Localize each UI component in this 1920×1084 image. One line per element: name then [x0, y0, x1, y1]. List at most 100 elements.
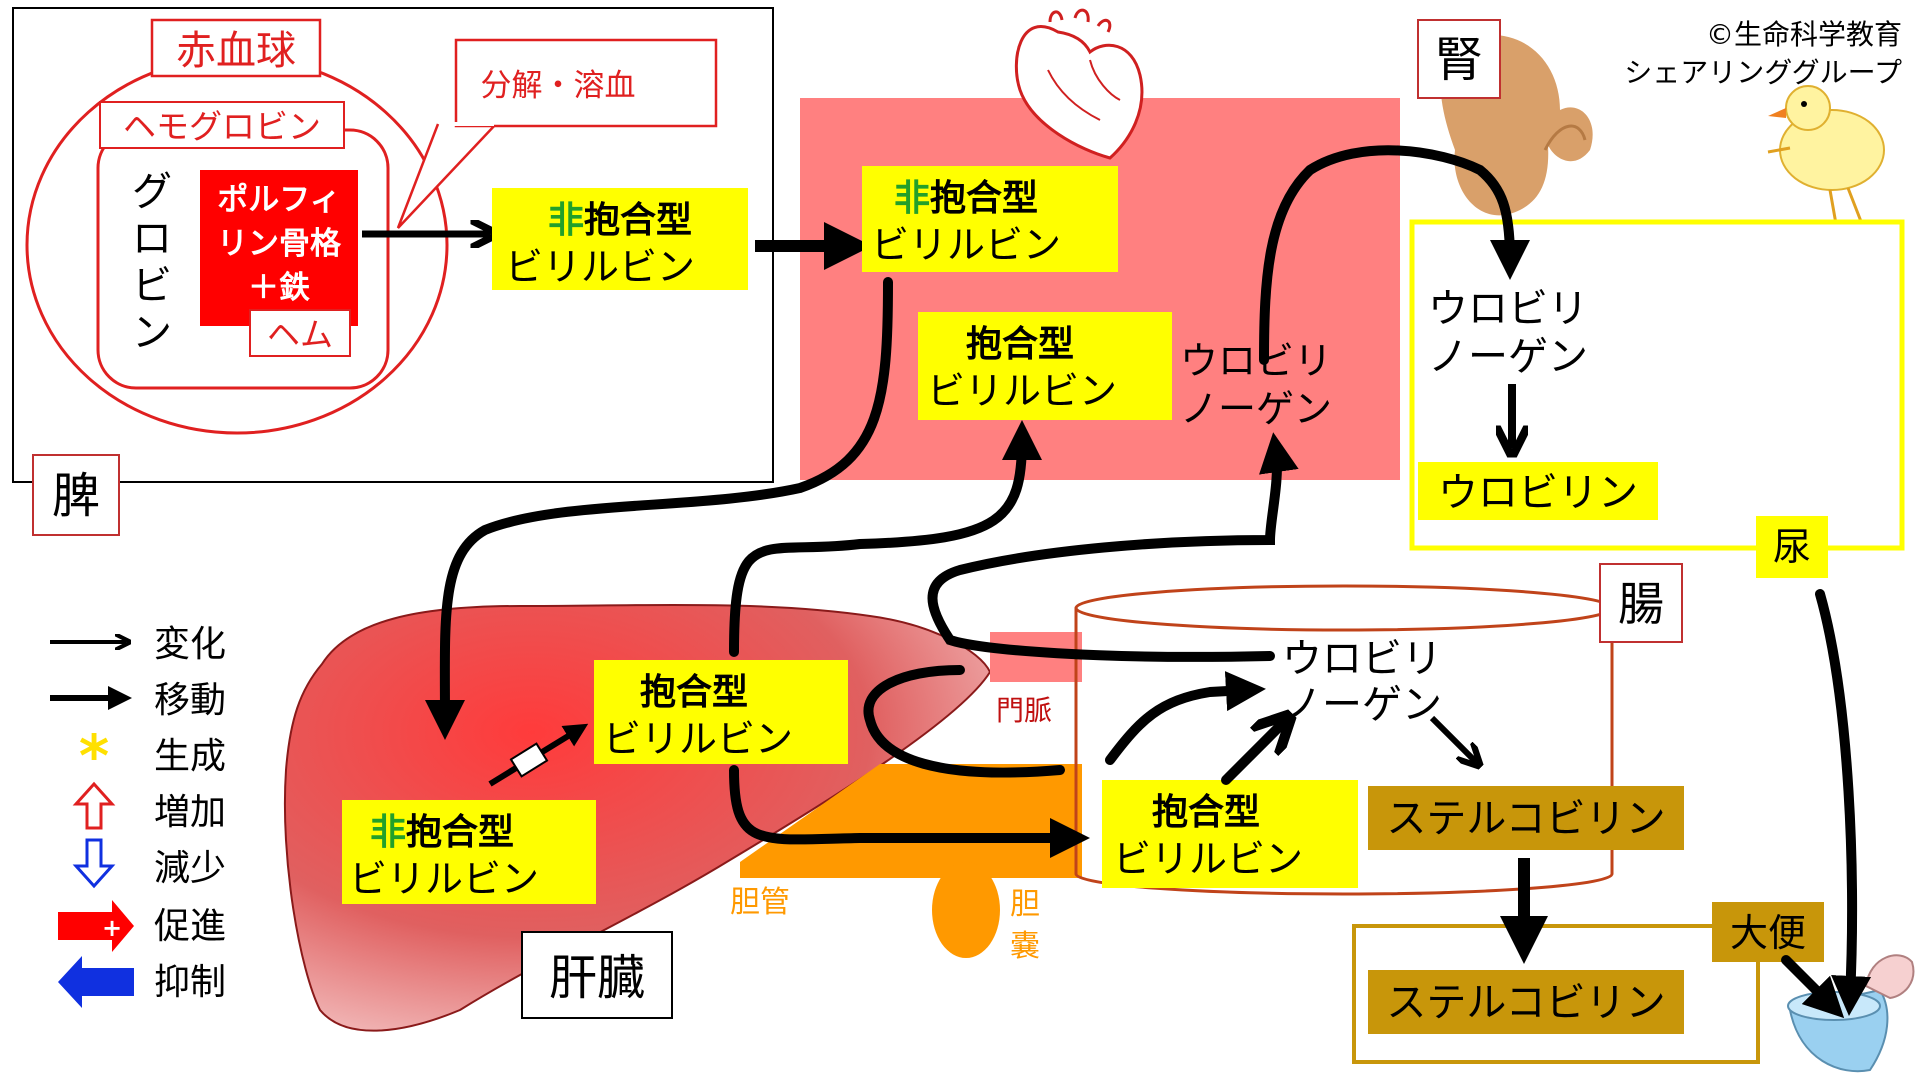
unconj-bilirubin-liver-title: 非抱合型 [370, 812, 514, 853]
legend-label-increase: 増加 [154, 792, 226, 833]
gallbladder-label-2: 嚢 [1010, 929, 1040, 964]
conj-bilirubin-liver-title: 抱合型 [640, 672, 748, 713]
feces-box [1352, 924, 1760, 1064]
feces-label: 大便 [1730, 911, 1806, 955]
chick-icon [1767, 85, 1885, 225]
up-hollow-arrow-icon [72, 781, 116, 830]
svg-text:ポルフィ: ポルフィ [217, 182, 340, 218]
move-arrow-intestine-to-liver-loop [863, 665, 1065, 778]
move-arrow-urine-to-toilet [1815, 589, 1872, 1016]
legend-label-inhibit: 抑制 [154, 962, 226, 1003]
liver-label: 肝臓 [549, 950, 645, 1006]
legend-item-move: 移動 [50, 680, 226, 721]
conj-bilirubin-blood-box [918, 312, 1172, 420]
down-hollow-arrow-icon [72, 838, 116, 889]
promote-arrow-icon [58, 900, 134, 952]
urine-box [1409, 219, 1905, 551]
inhibit-arrow-icon [58, 956, 134, 1008]
stercobilin-feces-label: ステルコビリン [1386, 980, 1665, 1026]
conj-bilirubin-liver-box [594, 660, 848, 764]
legend-item-generate: * 生成 [79, 722, 226, 790]
change-arrow-conj-to-urobilinogen [1221, 722, 1284, 785]
legend-label-change: 変化 [154, 624, 226, 665]
bile-duct [740, 764, 1082, 878]
unconj-bilirubin-blood-title: 非抱合型 [894, 178, 1038, 219]
hemoglobin-label-box [99, 101, 345, 149]
hemoglobin-label: ヘモグロビン [123, 107, 321, 146]
urobilinogen-kidney-2: ノーゲン [1428, 334, 1588, 380]
urobilin-label: ウロビリン [1438, 470, 1638, 516]
move-arrow-liver-to-blood-conj [729, 420, 1042, 657]
hemolysis-callout-text: 分解・溶血 [481, 68, 636, 104]
conjugation-arrow [488, 723, 589, 787]
spleen-label: 脾 [52, 468, 100, 524]
liver-label-box [521, 931, 673, 1019]
urobilin-box [1418, 462, 1658, 520]
unconj-bilirubin-blood-name: ビリルビン [871, 223, 1061, 267]
urobilinogen-intestine-2: ノーゲン [1282, 682, 1442, 728]
urine-label-box [1756, 516, 1828, 578]
legend-item-increase: 増加 [72, 781, 226, 833]
move-arrow-blood-to-liver [424, 277, 893, 740]
move-arrow-conj-to-urobilinogen [1105, 671, 1266, 765]
asterisk-icon: * [79, 722, 109, 790]
unconj-bilirubin-spleen-name: ビリルビン [505, 245, 695, 289]
spleen-label-box [32, 454, 120, 536]
credit-line2: シェアリンググループ [1624, 56, 1902, 89]
svg-text:リン骨格: リン骨格 [217, 226, 342, 262]
move-arrow-urobilinogen-portal-loop [927, 432, 1299, 662]
heart-icon [1014, 8, 1144, 160]
urine-label: 尿 [1773, 525, 1811, 569]
kidney-label-box [1417, 19, 1501, 99]
move-arrow-blood-to-kidney [1259, 145, 1530, 365]
legend-item-promote: + 促進 [58, 900, 226, 952]
legend-item-decrease: 減少 [72, 838, 226, 889]
intestine-label: 腸 [1618, 577, 1664, 631]
hemolysis-callout-box [454, 38, 718, 128]
heme-label: ヘム [267, 315, 333, 354]
legend-label-promote: 促進 [154, 906, 226, 947]
heme-label-box [249, 309, 351, 357]
svg-text:ン: ン [132, 310, 172, 356]
unconj-bilirubin-liver-name: ビリルビン [349, 857, 539, 901]
hemolysis-callout-pointer [396, 123, 497, 229]
conj-bilirubin-liver-name: ビリルビン [603, 717, 793, 761]
flow-arrows [424, 145, 1872, 1019]
feces-label-box [1712, 902, 1824, 962]
svg-text:+: + [102, 914, 122, 942]
urobilinogen-blood-1: ウロビリ [1180, 339, 1332, 383]
portal-vein-label: 門脈 [996, 694, 1052, 727]
stercobilin-intestine-box [1368, 786, 1684, 850]
conj-bilirubin-blood-name: ビリルビン [927, 369, 1117, 413]
legend: 変化 移動 * 生成 増加 減少 + 促進 抑制 [50, 624, 226, 1008]
svg-text:＋鉄: ＋鉄 [248, 270, 310, 306]
credit-line1: ©生命科学教育 [1706, 18, 1902, 51]
conj-bilirubin-intestine-name: ビリルビン [1113, 837, 1303, 881]
conj-bilirubin-intestine-title: 抱合型 [1152, 792, 1260, 833]
gallbladder [932, 862, 1000, 958]
kidney-label: 腎 [1435, 32, 1483, 88]
unconj-bilirubin-spleen-box [492, 188, 748, 290]
rbc-title: 赤血球 [176, 28, 296, 74]
urobilinogen-intestine-1: ウロビリ [1282, 636, 1442, 682]
legend-item-inhibit: 抑制 [58, 956, 226, 1008]
porphyrin-label: ポルフィ リン骨格 ＋鉄 [217, 182, 342, 306]
unconj-bilirubin-liver-box [342, 800, 596, 904]
conj-bilirubin-blood-title: 抱合型 [966, 324, 1074, 365]
intestine-label-box [1599, 563, 1683, 643]
unconj-bilirubin-blood-box [862, 166, 1118, 272]
legend-label-generate: 生成 [154, 736, 226, 777]
svg-text:グ: グ [132, 169, 172, 215]
legend-label-decrease: 減少 [154, 848, 226, 889]
rbc-title-box [150, 18, 322, 78]
gallbladder-label-1: 胆 [1010, 887, 1040, 922]
stercobilin-intestine-label: ステルコビリン [1386, 796, 1665, 842]
move-arrow-liver-to-intestine [729, 765, 1090, 858]
unconj-bilirubin-spleen-title: 非抱合型 [548, 200, 692, 241]
move-arrow-feces-to-toilet [1781, 955, 1845, 1019]
legend-label-move: 移動 [154, 680, 226, 721]
bile-duct-label: 胆管 [730, 885, 790, 920]
urobilinogen-blood-2: ノーゲン [1180, 387, 1332, 431]
